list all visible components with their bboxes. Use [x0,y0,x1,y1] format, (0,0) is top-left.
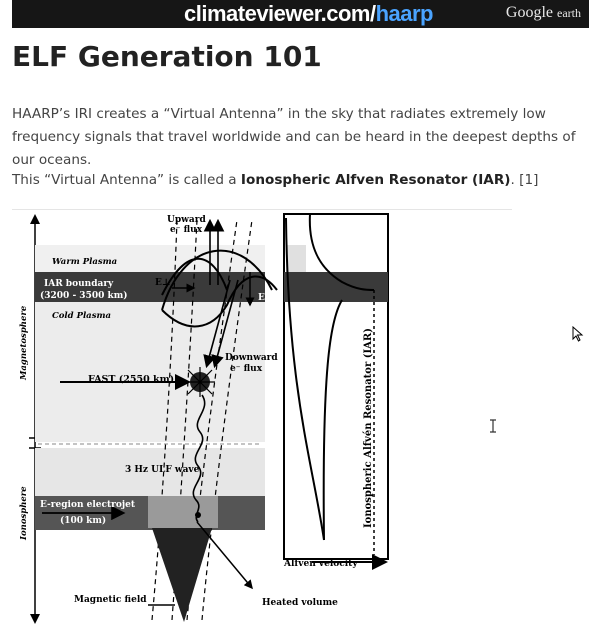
cold-plasma-zone [35,302,265,442]
upward-flux-label: Upward [167,215,206,225]
svg-text:(100 km): (100 km) [60,515,106,526]
page-title: ELF Generation 101 [12,40,322,73]
alfven-velocity-label: Alfvén velocity [283,558,358,569]
text-cursor-icon [490,419,496,433]
e-par-label: E∥ [258,292,270,303]
e-perp-label: E⊥ [155,278,171,288]
cold-plasma-label: Cold Plasma [52,311,111,321]
e-region-label: E-region electrojet [40,500,136,510]
magnetosphere-label: Magnetosphere [19,305,29,381]
ionosphere-label: Ionosphere [19,486,29,541]
svg-text:e⁻ flux: e⁻ flux [170,225,203,235]
svg-text:(3200 - 3500 km): (3200 - 3500 km) [40,290,128,301]
earth-logo-text: earth [557,6,581,20]
iar-boundary-label: IAR boundary [44,279,114,289]
ulf-wave-label: 3 Hz ULF wave [125,465,200,475]
top-banner: climateviewer.com/haarp Google earth [12,0,589,28]
iar-vertical-label: Ionospheric Alfvén Resonator (IAR) [363,328,374,528]
ionosphere-zone [35,448,265,496]
mouse-pointer-icon [572,326,584,342]
divider [12,209,512,210]
fast-label: FAST (2550 km) [88,374,174,385]
velocity-panel [283,213,389,560]
google-earth-logo: Google earth [506,4,581,22]
heated-volume-label: Heated volume [262,598,338,608]
google-logo-text: Google [505,4,554,21]
magnetic-field-label: Magnetic field [74,595,147,605]
warm-plasma-label: Warm Plasma [52,257,117,267]
intro-paragraph: HAARP’s IRI creates a “Virtual Antenna” … [12,106,576,168]
svg-text:e⁻ flux: e⁻ flux [230,364,263,374]
iar-diagram: Upward e⁻ flux Warm Plasma IAR boundary … [19,213,389,624]
downward-flux-label: Downward [225,353,278,363]
iar-paragraph: This “Virtual Antenna” is called a Ionos… [12,172,539,188]
heated-volume-cone [152,528,212,622]
site-logo-text[interactable]: climateviewer.com/haarp [184,1,433,26]
iar-term: Ionospheric Alfven Resonator (IAR) [240,172,511,188]
